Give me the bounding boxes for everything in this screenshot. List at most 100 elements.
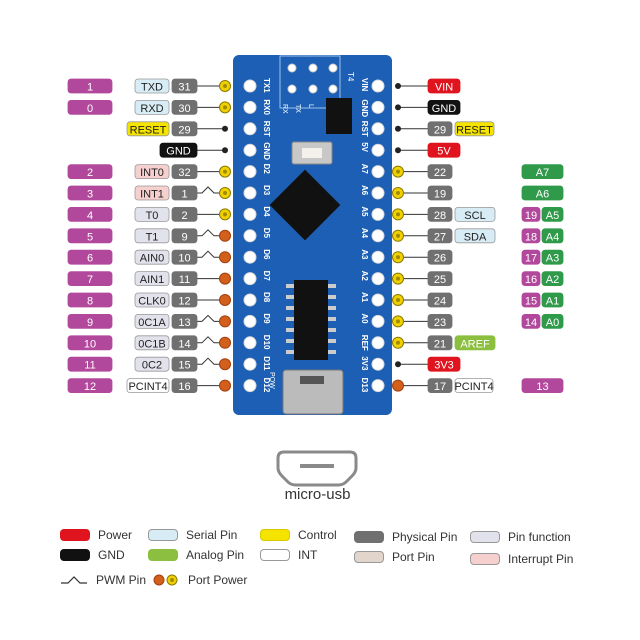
- pin-function-label-bg: [126, 121, 170, 137]
- pin-function-label-bg: [134, 271, 170, 287]
- power-label: 5V: [427, 142, 461, 158]
- port-power-dot: [219, 315, 231, 328]
- pin-function-label-bg: [134, 100, 170, 115]
- legend-label: Serial Pin: [186, 528, 238, 542]
- physical-pin-number-text: 11: [179, 274, 190, 286]
- pin-function-label-text: PCINT4: [128, 381, 167, 393]
- analog-pin-label-text: A3: [546, 253, 559, 265]
- physical-pin-number-text: 9: [181, 231, 187, 243]
- physical-pin-number-bg: [171, 292, 198, 308]
- orange-dot: [219, 358, 231, 371]
- pin-function-label-bg: [134, 228, 170, 244]
- arduino-pin-number: 16: [521, 271, 541, 286]
- pin-hole: [371, 229, 385, 243]
- physical-pin-number: 11: [171, 271, 198, 287]
- arduino-pin-number: 19: [521, 206, 541, 222]
- arduino-pin-number-text: 9: [87, 317, 93, 329]
- physical-pin-number-bg: [427, 121, 453, 137]
- physical-pin-number-text: 21: [434, 338, 446, 350]
- pin-hole: [243, 379, 257, 393]
- legend-label: INT: [298, 548, 318, 562]
- pin-function-label: RXD: [134, 100, 170, 115]
- chip-lead: [286, 295, 294, 299]
- pin-function-label-bg: [134, 313, 170, 329]
- pin-function-label-bg: [134, 292, 170, 308]
- pin-hole: [371, 207, 385, 221]
- pin-function-label-text: INT0: [140, 167, 164, 179]
- physical-pin-number-bg: [427, 164, 453, 180]
- analog-pin-label-bg: [541, 271, 564, 287]
- physical-pin-number: 17: [427, 378, 453, 393]
- power-led-label: POW: [268, 372, 275, 389]
- port-power-dot: [219, 358, 231, 371]
- physical-pin-number: 10: [171, 249, 198, 265]
- silk-label: D6: [262, 249, 271, 260]
- physical-pin-number-bg: [427, 271, 453, 287]
- port-power-dot: [395, 104, 401, 111]
- pin-function-label-bg: [134, 206, 170, 222]
- icsp-pin: [328, 84, 338, 94]
- led-label: TX: [294, 104, 301, 113]
- power-label: 3V3: [427, 356, 461, 372]
- physical-pin-number-text: 31: [178, 82, 190, 94]
- pin-function-label: AIN1: [134, 271, 170, 287]
- arduino-pin-number-bg: [521, 292, 541, 308]
- physical-pin-number-text: 13: [178, 317, 190, 329]
- arduino-pin-number: 12: [67, 378, 113, 394]
- analog-pin-label-bg: [521, 185, 564, 201]
- legend-label: Physical Pin: [392, 530, 458, 544]
- port-power-dot: [219, 294, 231, 306]
- silk-label: D12: [262, 378, 271, 393]
- physical-pin-number-bg: [171, 356, 198, 372]
- arduino-pin-number-bg: [67, 378, 113, 394]
- arduino-pin-number-text: 8: [87, 296, 93, 308]
- silk-label: D7: [262, 271, 271, 282]
- arduino-pin-number-bg: [67, 206, 113, 222]
- pin-hole: [371, 122, 385, 136]
- port-power-dot: [392, 251, 404, 264]
- physical-pin-number-text: 22: [434, 167, 446, 179]
- chip-lead: [328, 339, 336, 343]
- arduino-pin-number: 5: [67, 228, 113, 244]
- analog-pin-label: A2: [541, 271, 564, 287]
- orange-dot: [219, 272, 231, 285]
- pin-function-label-bg: [134, 164, 170, 180]
- legend-serial: Serial Pin: [148, 528, 237, 542]
- left-pin-row: [197, 357, 225, 365]
- pin-hole: [371, 165, 385, 179]
- pin-hole: [371, 314, 385, 328]
- silk-label: A4: [360, 228, 369, 239]
- physical-pin-number-bg: [171, 271, 198, 287]
- legend-swatch: [260, 549, 290, 561]
- reset-button-cap: [302, 148, 322, 158]
- physical-pin-number: 30: [171, 100, 198, 115]
- port-power-dot: [219, 101, 231, 114]
- physical-pin-number-text: 32: [178, 167, 190, 179]
- legend-swatch: [260, 529, 290, 541]
- usb-port-opening: [300, 376, 324, 384]
- micro-usb-icon-contacts: [300, 464, 334, 468]
- pin-hole: [371, 100, 385, 114]
- arduino-pin-number-bg: [67, 228, 113, 244]
- pin-hole: [371, 357, 385, 371]
- chip-lead: [286, 350, 294, 354]
- physical-pin-number: 9: [171, 228, 198, 243]
- silk-label: 5V: [360, 142, 369, 152]
- port-power-dot: [392, 336, 404, 349]
- dot-center: [396, 212, 400, 217]
- legend-swatch: [354, 551, 384, 563]
- physical-pin-number-text: 10: [178, 253, 190, 265]
- left-pin-row: [197, 186, 225, 194]
- port-power-dot: [392, 379, 404, 392]
- port-power-dot: [395, 147, 401, 154]
- port-power-dot: [219, 336, 231, 349]
- arduino-pin-number-text: 14: [525, 317, 537, 329]
- port-power-dot: [219, 251, 231, 264]
- chip-lead: [286, 317, 294, 321]
- pin-function-label-bg: [454, 121, 495, 137]
- analog-pin-label-bg: [541, 228, 564, 244]
- analog-pin-label-bg: [541, 292, 564, 308]
- analog-pin-label-text: A4: [546, 231, 559, 243]
- physical-pin-number-bg: [171, 378, 198, 394]
- port-power-dot: [395, 125, 401, 132]
